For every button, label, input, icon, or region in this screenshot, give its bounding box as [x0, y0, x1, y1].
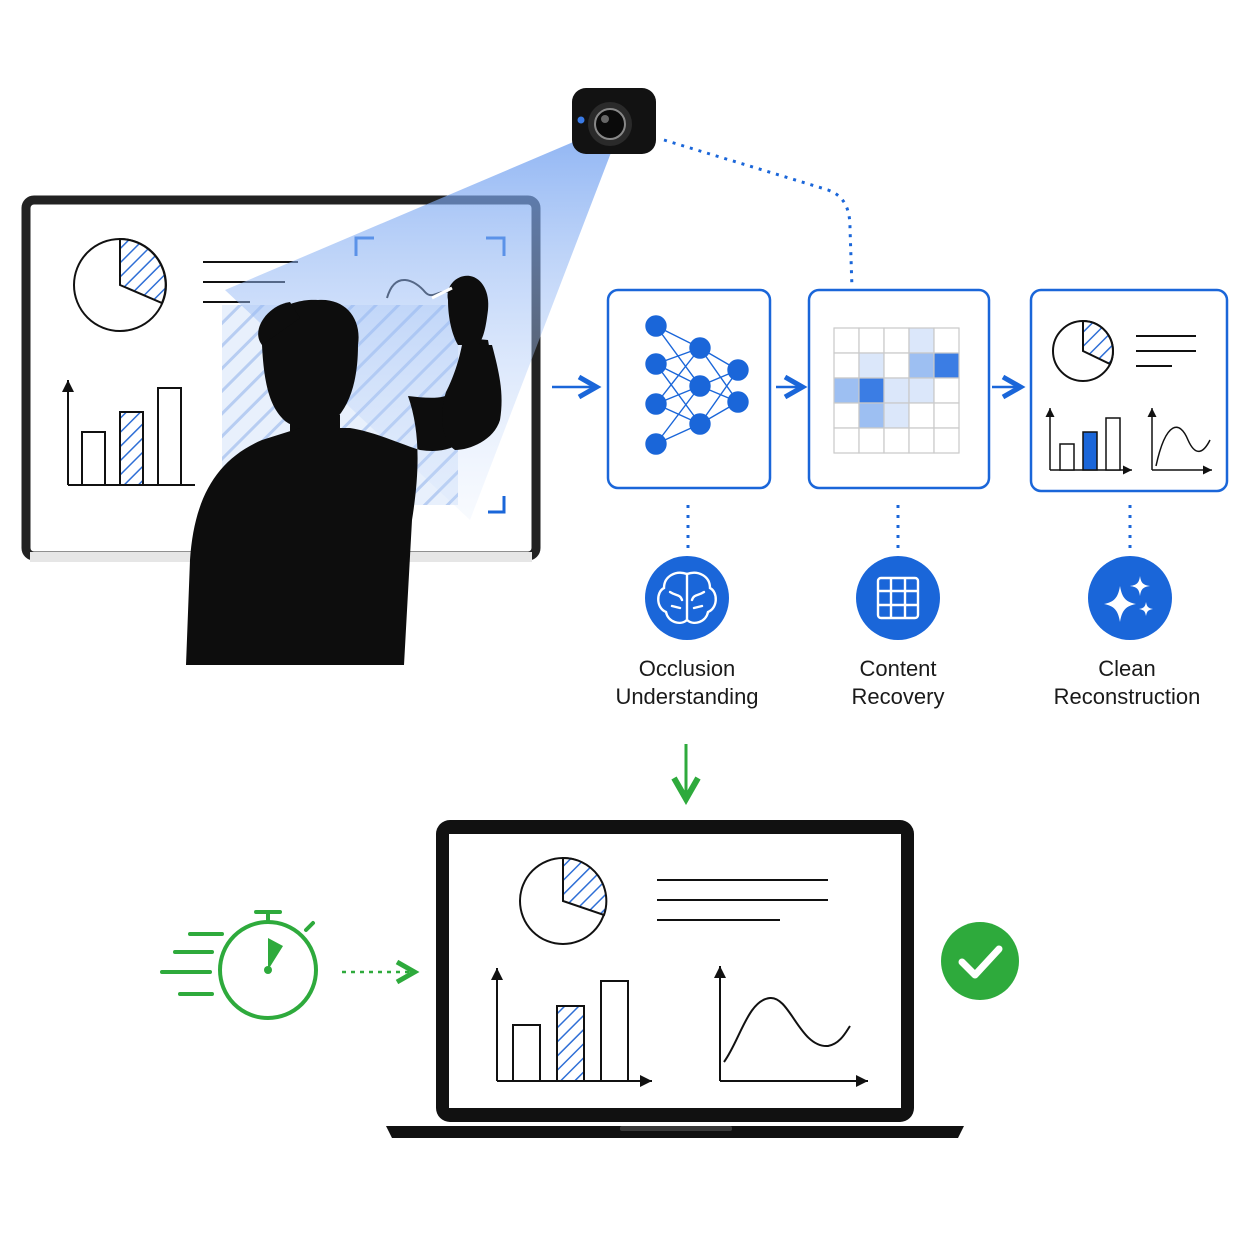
grid-cell [833, 377, 860, 404]
step-label-line: Understanding [615, 684, 759, 709]
recovery-grid [833, 327, 960, 454]
step-label-line: Reconstruction [1053, 684, 1201, 709]
grid-cell [933, 377, 960, 404]
laptop-pie-chart [519, 856, 608, 945]
grid-cell [883, 427, 910, 454]
checkmark-icon [941, 922, 1019, 1000]
grid-cell [883, 402, 910, 429]
content-grid-box [807, 288, 991, 490]
step-label-line: Recovery [851, 684, 945, 709]
step-label-clean-reconstruction: Clean Reconstruction [1007, 655, 1247, 711]
neural-network-box [606, 288, 772, 490]
grid-cell [858, 402, 885, 429]
reconstruction-box [1029, 288, 1229, 493]
grid-cell [908, 377, 935, 404]
step-label-content-recovery: Content Recovery [778, 655, 1018, 711]
camera-icon [572, 88, 656, 154]
grid-cell [883, 327, 910, 354]
grid-cell [933, 352, 960, 379]
step-label-occlusion: Occlusion Understanding [567, 655, 807, 711]
grid-cell [883, 352, 910, 379]
step-label-line: Clean [1098, 656, 1156, 681]
grid-cell [858, 427, 885, 454]
grid-cell [833, 352, 860, 379]
grid-cell [833, 402, 860, 429]
camera-field-of-view [225, 140, 612, 520]
laptop-line-chart [714, 966, 868, 1087]
step-label-line: Content [859, 656, 937, 681]
grid-cell [858, 377, 885, 404]
grid-cell [908, 327, 935, 354]
camera-link-line [663, 138, 854, 289]
grid-cell [908, 402, 935, 429]
grid-cell [833, 327, 860, 354]
grid-cell [933, 327, 960, 354]
step-label-line: Occlusion [638, 656, 736, 681]
laptop-icon [386, 820, 964, 1138]
laptop-bar-chart [491, 968, 652, 1087]
whiteboard-pie-chart [73, 237, 167, 332]
presenter-silhouette [186, 275, 502, 665]
grid-cell [908, 427, 935, 454]
sparkle-icon [1088, 556, 1172, 640]
neural-network-icon [645, 315, 749, 455]
grid-cell [883, 377, 910, 404]
grid-cell [908, 352, 935, 379]
grid-cell [933, 402, 960, 429]
brain-icon [645, 556, 729, 640]
laptop-text-lines [657, 879, 828, 921]
whiteboard-bar-chart [62, 380, 195, 486]
grid-cell [858, 327, 885, 354]
grid-cell [858, 352, 885, 379]
grid-cell [833, 427, 860, 454]
marker-pen [431, 286, 453, 300]
stopwatch-icon [160, 910, 318, 1020]
grid-icon [856, 556, 940, 640]
grid-cell [933, 427, 960, 454]
icon-connectors [686, 505, 1132, 548]
